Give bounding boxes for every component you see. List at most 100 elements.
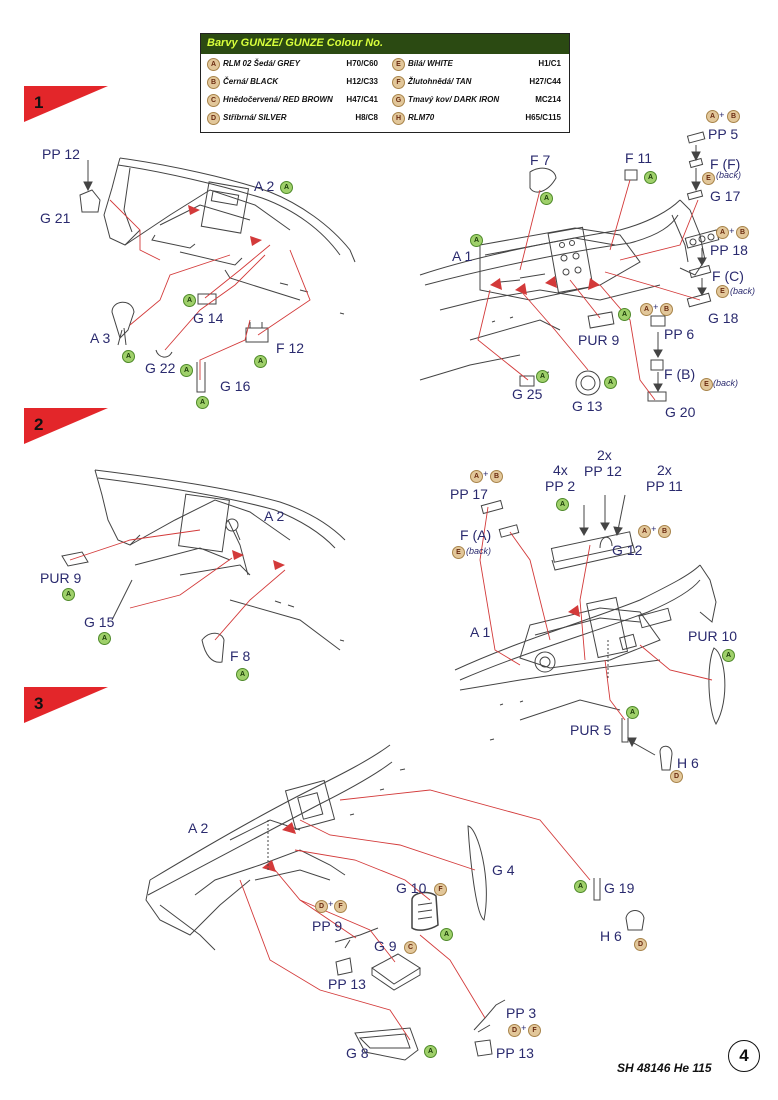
paint-badge-a-pur9-s2: A (62, 588, 75, 601)
part-g15 (111, 579, 133, 621)
colour-badge-g: G (392, 94, 405, 107)
paint-badge-a-a2: A (280, 181, 293, 194)
part-g14 (197, 293, 217, 305)
paint-badge-d-pp9: D (315, 900, 328, 913)
part-pp6 (650, 315, 666, 327)
paint-badge-a-g25: A (536, 370, 549, 383)
label-pur9-s1: PUR 9 (578, 332, 620, 348)
red-arrows (188, 205, 600, 872)
s1-left-fuselage (103, 157, 356, 315)
legend-code-e: H1/C1 (538, 59, 561, 68)
paint-badge-a-pur10: A (722, 649, 735, 662)
legend-code-a: H70/C60 (346, 59, 378, 68)
step-3-marker-shape (24, 687, 108, 723)
label-fb-s1: F (B) (664, 366, 696, 382)
label-ff-s1: F (F) (710, 156, 741, 172)
s2-right-fuselage (454, 531, 717, 741)
paint-badge-c-g9: C (404, 941, 417, 954)
label-pp18-s1: PP 18 (710, 242, 748, 258)
paint-badge-a-pur5: A (626, 706, 639, 719)
label-pp13b-s3: PP 13 (496, 1045, 534, 1061)
step-2-number: 2 (34, 415, 44, 434)
label-a1-s2: A 1 (470, 624, 491, 640)
paint-badge-b-g12: B (658, 525, 671, 538)
label-a2-s2: A 2 (264, 508, 285, 524)
label-g4-s3: G 4 (492, 862, 515, 878)
part-f7 (529, 167, 557, 193)
paint-badge-b-pp6: B (660, 303, 673, 316)
paint-badge-d-h6-s2: D (670, 770, 683, 783)
colour-badge-h: H (392, 112, 405, 125)
label-f8-s2: F 8 (230, 648, 251, 664)
colour-badge-f: F (392, 76, 405, 89)
legend-name-a: RLM 02 Šedá/ GREY (223, 59, 300, 68)
legend-name-b: Černá/ BLACK (223, 77, 279, 86)
colour-badge-a: A (207, 58, 220, 71)
footer-kit-reference: SH 48146 He 115 (617, 1061, 712, 1075)
legend-code-h: H65/C115 (525, 113, 561, 122)
legend-code-g: MC214 (535, 95, 561, 104)
part-pur5 (621, 718, 629, 743)
paint-badge-a-pur9: A (618, 308, 631, 321)
label-pp9-s3: PP 9 (312, 918, 343, 934)
label-f11-s1: F 11 (625, 150, 652, 166)
paint-badge-a-g13: A (604, 376, 617, 389)
part-a3 (111, 301, 135, 339)
label-g9-s3: G 9 (374, 938, 397, 954)
paint-badge-a-g19: A (574, 880, 587, 893)
paint-badge-d-pp3: D (508, 1024, 521, 1037)
part-g13 (575, 370, 601, 396)
paint-badge-a-pp5: A (706, 110, 719, 123)
paint-badge-a-g22: A (180, 364, 193, 377)
paint-badge-a-a3: A (122, 350, 135, 363)
part-fb (650, 359, 664, 371)
plus-pp3: + (521, 1023, 527, 1033)
label-fa-s2: F (A) (460, 527, 492, 543)
step-1-marker-shape (24, 86, 108, 122)
legend-name-c: Hnědočervená/ RED BROWN (223, 95, 333, 104)
paint-badge-a-g14: A (183, 294, 196, 307)
paint-badge-a-g8: A (424, 1045, 437, 1058)
legend-title: Barvy GUNZE/ GUNZE Colour No. (207, 37, 384, 49)
part-g20 (647, 391, 667, 402)
paint-badge-f-g10: F (434, 883, 447, 896)
s3-fuselage (145, 744, 506, 1061)
paint-badge-d-h6-s3: D (634, 938, 647, 951)
paint-badge-e-fb: E (700, 378, 713, 391)
label-pp13a-s3: PP 13 (328, 976, 366, 992)
label-f12-s1: F 12 (276, 340, 305, 356)
part-pur9-s2 (61, 551, 89, 567)
legend-code-c: H47/C41 (346, 95, 378, 104)
label-g25-s1: G 25 (512, 386, 543, 402)
paint-badge-a-g16: A (196, 396, 209, 409)
label-pp17-s2: PP 17 (450, 486, 488, 502)
label-4x-s2: 4x (553, 462, 568, 478)
step-1-marker: 1 (24, 86, 110, 122)
back-note-fc: (back) (730, 286, 756, 296)
label-pur5-s2: PUR 5 (570, 722, 612, 738)
step-3-number: 3 (34, 694, 44, 713)
colour-legend: Barvy GUNZE/ GUNZE Colour No. A RLM 02 Š… (200, 33, 570, 133)
part-h6-s2 (659, 745, 673, 771)
label-g20-s1: G 20 (665, 404, 696, 420)
label-g12-s2: G 12 (612, 542, 643, 558)
part-h6-s3 (625, 910, 645, 931)
part-f8 (201, 632, 225, 663)
legend-code-d: H8/C8 (355, 113, 378, 122)
colour-badge-e: E (392, 58, 405, 71)
step-2-marker: 2 (24, 408, 110, 444)
label-pur9-s2: PUR 9 (40, 570, 82, 586)
step-3-marker: 3 (24, 687, 110, 723)
label-2x-a-s2: 2x (597, 447, 612, 463)
label-g19-s3: G 19 (604, 880, 635, 896)
label-pp3-s3: PP 3 (506, 1005, 537, 1021)
label-pp5-s1: PP 5 (708, 126, 739, 142)
paint-badge-a-f12: A (254, 355, 267, 368)
label-g8-s3: G 8 (346, 1045, 369, 1061)
s1-right-fuselage (419, 199, 706, 381)
paint-badge-e-fa: E (452, 546, 465, 559)
legend-code-b: H12/C33 (346, 77, 378, 86)
label-g16-s1: G 16 (220, 378, 251, 394)
label-pp12-s2: PP 12 (584, 463, 622, 479)
colour-badge-c: C (207, 94, 220, 107)
